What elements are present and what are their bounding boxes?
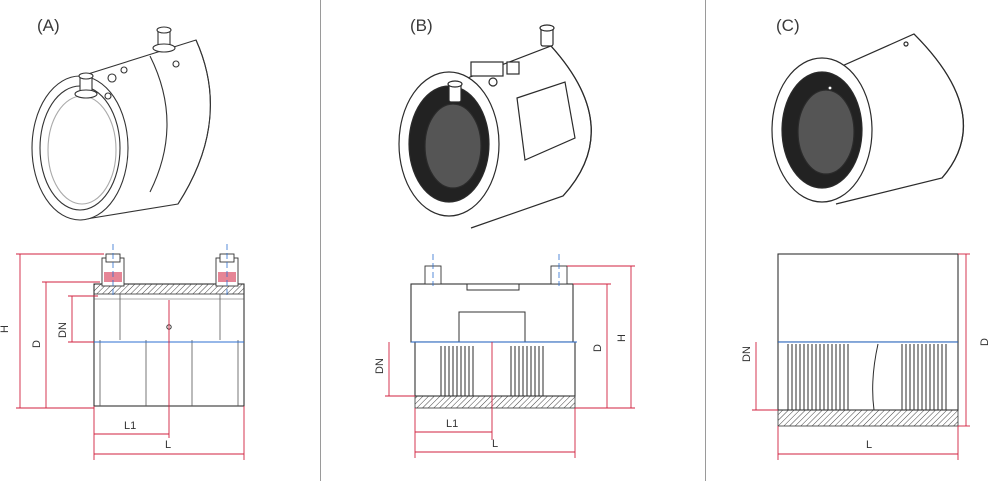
dim-l1: L1 bbox=[446, 418, 458, 430]
dim-d: D bbox=[592, 344, 604, 352]
coupler-b-isometric bbox=[398, 24, 592, 229]
coupler-b-section bbox=[410, 254, 577, 440]
dim-l1: L1 bbox=[124, 420, 136, 432]
terminal-pin bbox=[74, 72, 98, 99]
terminal-section bbox=[101, 253, 239, 287]
coupler-a-section bbox=[93, 244, 245, 420]
coupler-a-drawing: H D DN L1 L bbox=[0, 26, 245, 460]
thread-lines bbox=[440, 346, 544, 396]
terminal-pin bbox=[447, 80, 463, 103]
panel-label: (A) bbox=[37, 16, 60, 35]
dim-h: H bbox=[616, 334, 628, 342]
panel-label: (B) bbox=[410, 16, 433, 35]
coupler-b-drawing: DN D H L1 L bbox=[374, 24, 635, 458]
panel-label: (C) bbox=[776, 16, 800, 35]
dim-h: H bbox=[0, 325, 11, 333]
terminal-pin bbox=[152, 26, 176, 53]
dim-dn: DN bbox=[57, 322, 69, 338]
dimensions-a bbox=[16, 253, 245, 460]
dim-dn: DN bbox=[374, 358, 386, 374]
coupler-a-isometric bbox=[31, 26, 211, 221]
panel-c: (C) bbox=[706, 0, 998, 481]
dim-d: D bbox=[31, 340, 43, 348]
divider bbox=[705, 0, 706, 481]
panel-b: (B) bbox=[321, 0, 705, 481]
panel-a: (A) bbox=[0, 0, 320, 481]
dim-d: D bbox=[979, 338, 991, 346]
dim-l: L bbox=[492, 438, 498, 450]
coupler-c-section bbox=[777, 253, 959, 427]
coupler-c-drawing: DN D L bbox=[741, 33, 991, 460]
dim-dn: DN bbox=[741, 346, 753, 362]
dimensions-c bbox=[752, 253, 970, 460]
terminal-pin bbox=[539, 24, 555, 47]
divider bbox=[320, 0, 321, 481]
coupler-c-isometric bbox=[771, 33, 964, 205]
dim-l: L bbox=[165, 439, 171, 451]
dim-l: L bbox=[866, 439, 872, 451]
terminal-section bbox=[424, 265, 568, 285]
dimensions-b bbox=[385, 265, 635, 458]
thread-lines bbox=[787, 344, 947, 410]
